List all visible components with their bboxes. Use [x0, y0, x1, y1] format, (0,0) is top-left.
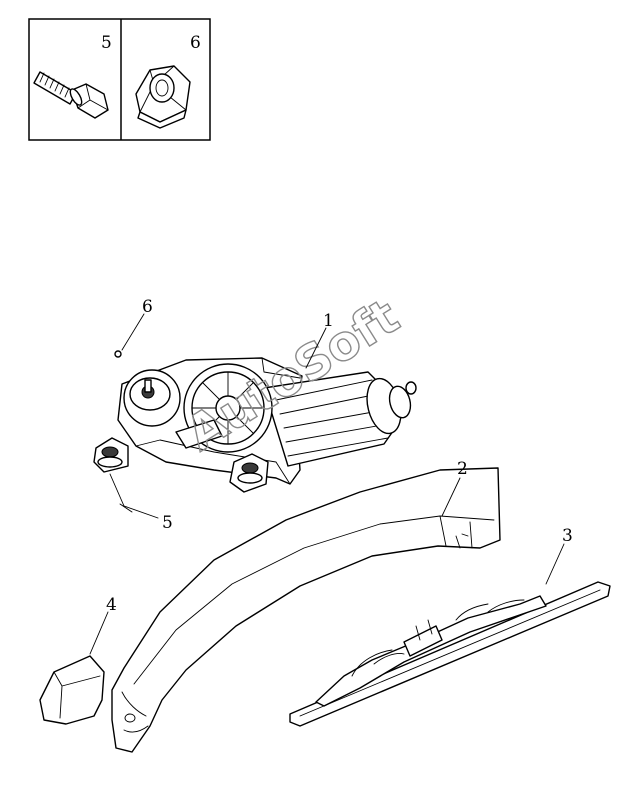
wiper-blade: [289, 581, 611, 727]
callout-arm-cap: 4: [106, 595, 117, 615]
callout-wiper-arm: 2: [457, 459, 468, 479]
arm-cap: [39, 655, 105, 725]
legend-number-bolt: 5: [101, 33, 112, 53]
callout-wiper-motor: 1: [323, 311, 334, 331]
leader-lines: [89, 313, 565, 655]
callout-wiper-blade: 3: [562, 526, 573, 546]
callout-nut: 6: [142, 297, 153, 317]
fastener-legend: 5 6: [28, 18, 211, 141]
wiper-arm: [111, 467, 501, 753]
legend-number-nut: 6: [190, 33, 201, 53]
bolt-icon: [33, 71, 109, 119]
callout-bolt: 5: [162, 513, 173, 533]
wiper-motor: [93, 350, 417, 493]
nut-icon: [135, 65, 191, 129]
